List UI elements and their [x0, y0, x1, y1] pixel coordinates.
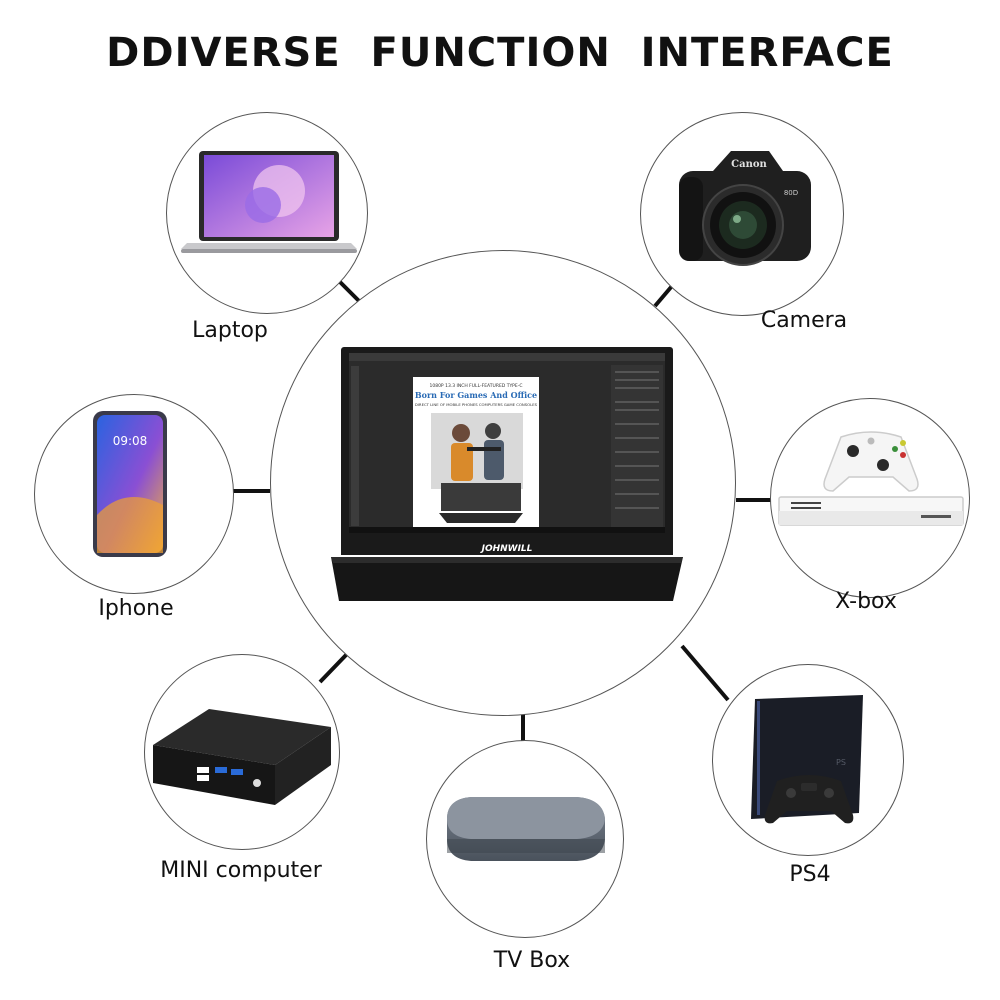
ps4-icon: PS [751, 695, 863, 824]
game-characters-image [431, 413, 523, 523]
device-circle-ps4: PS [712, 664, 904, 856]
device-label-mini: MINI computer [160, 858, 322, 883]
device-circle-laptop [166, 112, 368, 314]
laptop-icon [181, 151, 357, 253]
connector-ps4 [680, 644, 730, 702]
phone-clock: 09:08 [113, 434, 148, 448]
connector-camera [653, 284, 674, 308]
connector-mini [318, 652, 349, 684]
screen-heading: Born For Games And Office [415, 390, 537, 400]
phone-icon: 09:08 [93, 411, 167, 557]
portable-monitor-illustration: 1080P 13.3 INCH FULL-FEATURED TYPE-C Bor… [331, 347, 683, 601]
svg-text:PS: PS [836, 758, 846, 767]
xbox-icon [778, 431, 964, 526]
center-circle: 1080P 13.3 INCH FULL-FEATURED TYPE-C Bor… [270, 250, 736, 716]
connector-laptop [336, 278, 362, 304]
page-title: DDIVERSE FUNCTION INTERFACE [106, 30, 894, 76]
monitor-brand: JOHNWILL [480, 544, 533, 554]
camera-model: 80D [784, 189, 798, 197]
screen-subline: DIRECT LINE OF MOBILE PHONES COMPUTERS G… [415, 402, 538, 407]
device-label-xbox: X-box [835, 589, 897, 614]
device-label-iphone: Iphone [98, 596, 174, 621]
screen-tagline: 1080P 13.3 INCH FULL-FEATURED TYPE-C [429, 383, 522, 389]
device-label-camera: Camera [760, 308, 848, 333]
device-circle-xbox [770, 398, 970, 598]
camera-brand: Canon [731, 159, 767, 170]
device-circle-tvbox [426, 740, 624, 938]
device-circle-mini [144, 654, 340, 850]
monitor-chin [341, 539, 673, 555]
device-circle-iphone: 09:08 [34, 394, 234, 594]
device-label-tvbox: TV Box [493, 948, 571, 973]
device-circle-camera: Canon 80D [640, 112, 844, 316]
camera-icon: Canon 80D [679, 151, 811, 266]
tv-box-icon [447, 797, 605, 861]
device-label-ps4: PS4 [789, 862, 831, 887]
device-label-laptop: Laptop [192, 318, 268, 343]
monitor-stand [331, 557, 683, 601]
mini-pc-icon [153, 709, 331, 805]
